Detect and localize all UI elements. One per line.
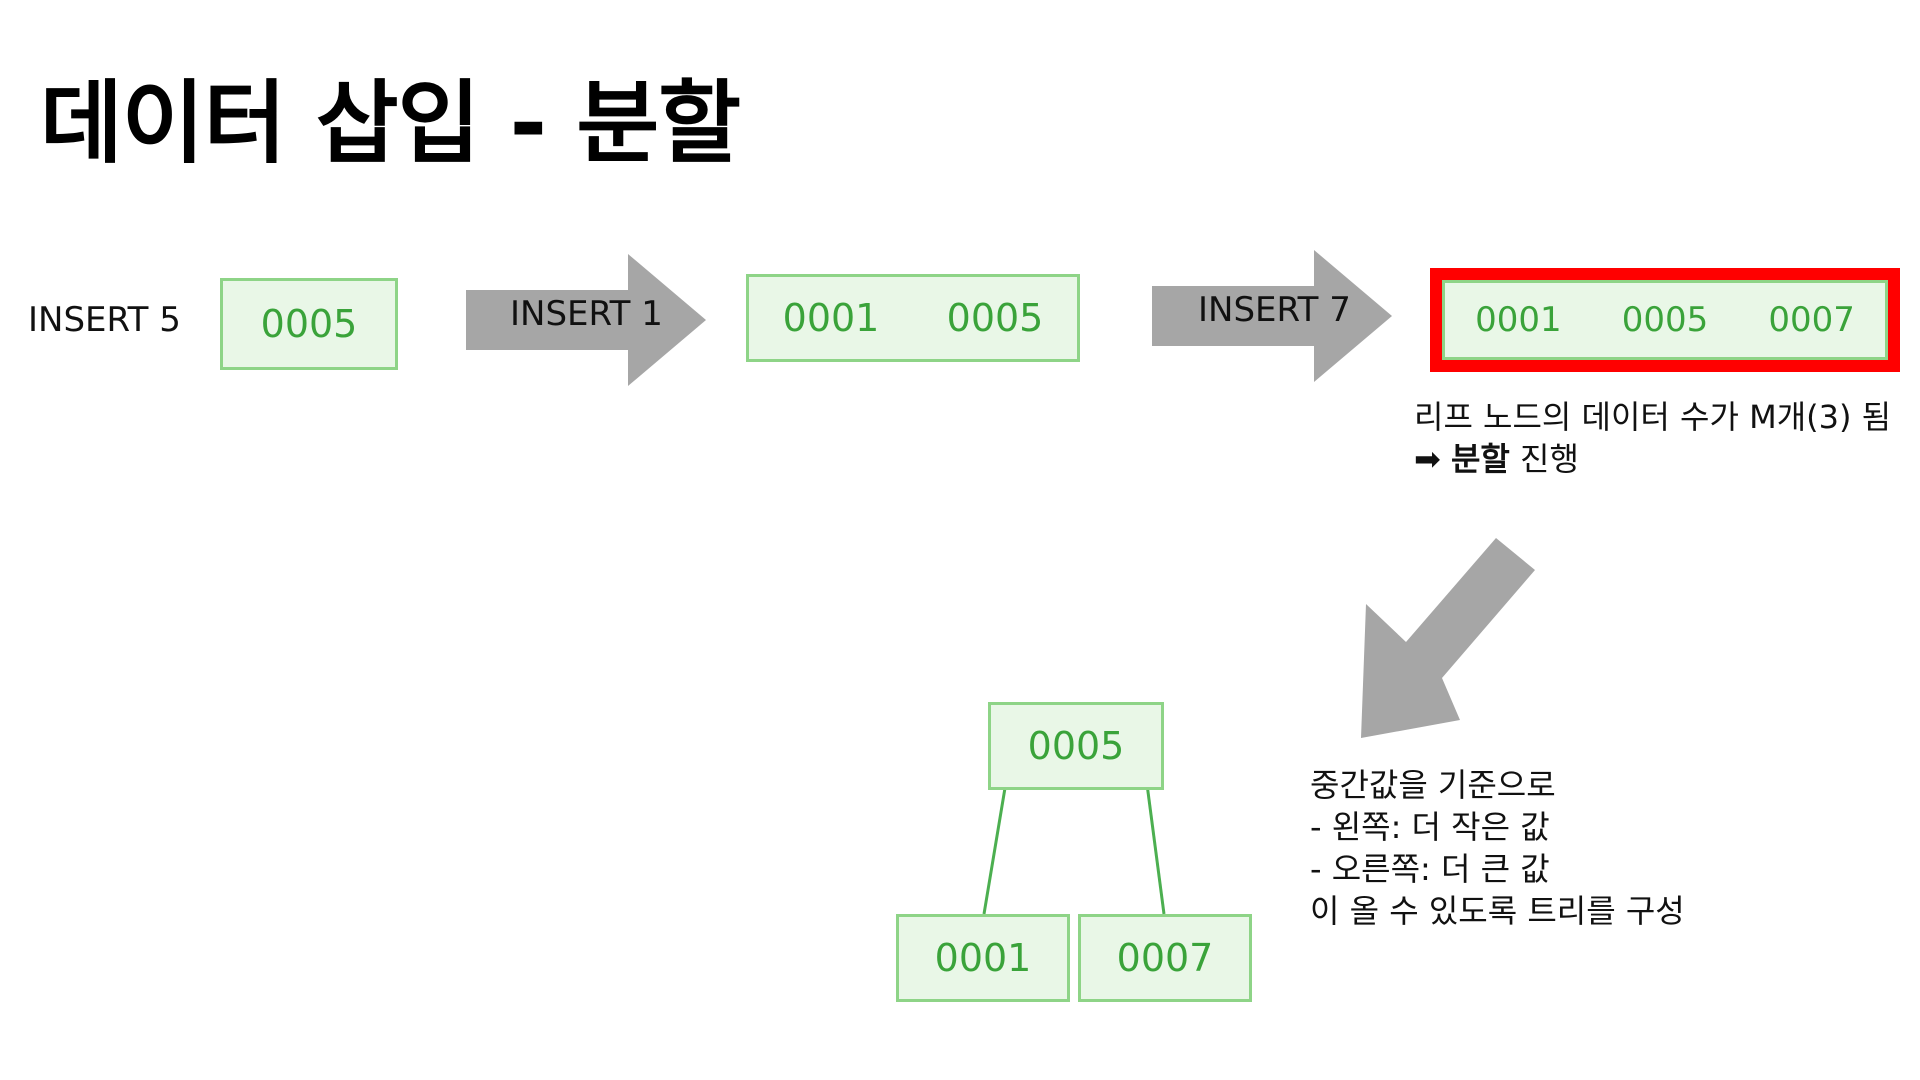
note-node-full: 리프 노드의 데이터 수가 M개(3) 됨 ➡ 분할 진행 [1414,396,1891,480]
note-line: 이 올 수 있도록 트리를 구성 [1310,892,1685,930]
node-key: 0007 [1768,300,1855,340]
arrow-down-left-icon [1358,538,1538,742]
note-bold-word: 분할 [1450,440,1510,478]
node-key: 0001 [782,296,880,340]
tree-left-child: 0001 [896,914,1070,1002]
node-key: 0007 [1116,936,1214,980]
note-line: 리프 노드의 데이터 수가 M개(3) 됨 [1414,398,1892,436]
node-key: 0005 [946,296,1044,340]
insert-5-label: INSERT 5 [28,300,181,340]
note-split: 중간값을 기준으로 - 왼쪽: 더 작은 값 - 오른쪽: 더 큰 값 이 올 … [1310,764,1685,932]
node-step2: 0001 0005 0007 [1442,280,1888,360]
note-line: - 왼쪽: 더 작은 값 [1310,808,1550,846]
node-key: 0005 [260,302,358,346]
tree-right-child: 0007 [1078,914,1252,1002]
note-line: ➡ 분할 진행 [1414,438,1891,480]
arrow-right-icon [1152,250,1392,382]
node-step0: 0005 [220,278,398,370]
arrow-bullet-icon: ➡ [1414,440,1441,478]
page-title: 데이터 삽입 - 분할 [40,71,741,176]
node-step1: 0001 0005 [746,274,1080,362]
node-key: 0005 [1621,300,1709,340]
insert-7-label: INSERT 7 [1198,290,1351,330]
node-key: 0001 [1475,300,1562,340]
note-line: 중간값을 기준으로 [1310,766,1556,804]
insert-1-label: INSERT 1 [510,294,663,334]
note-line: - 오른쪽: 더 큰 값 [1310,850,1550,888]
tree-root-node: 0005 [988,702,1164,790]
node-key: 0005 [1027,724,1125,768]
node-key: 0001 [934,936,1032,980]
arrow-right-icon [466,254,706,386]
note-text: 진행 [1509,440,1579,478]
